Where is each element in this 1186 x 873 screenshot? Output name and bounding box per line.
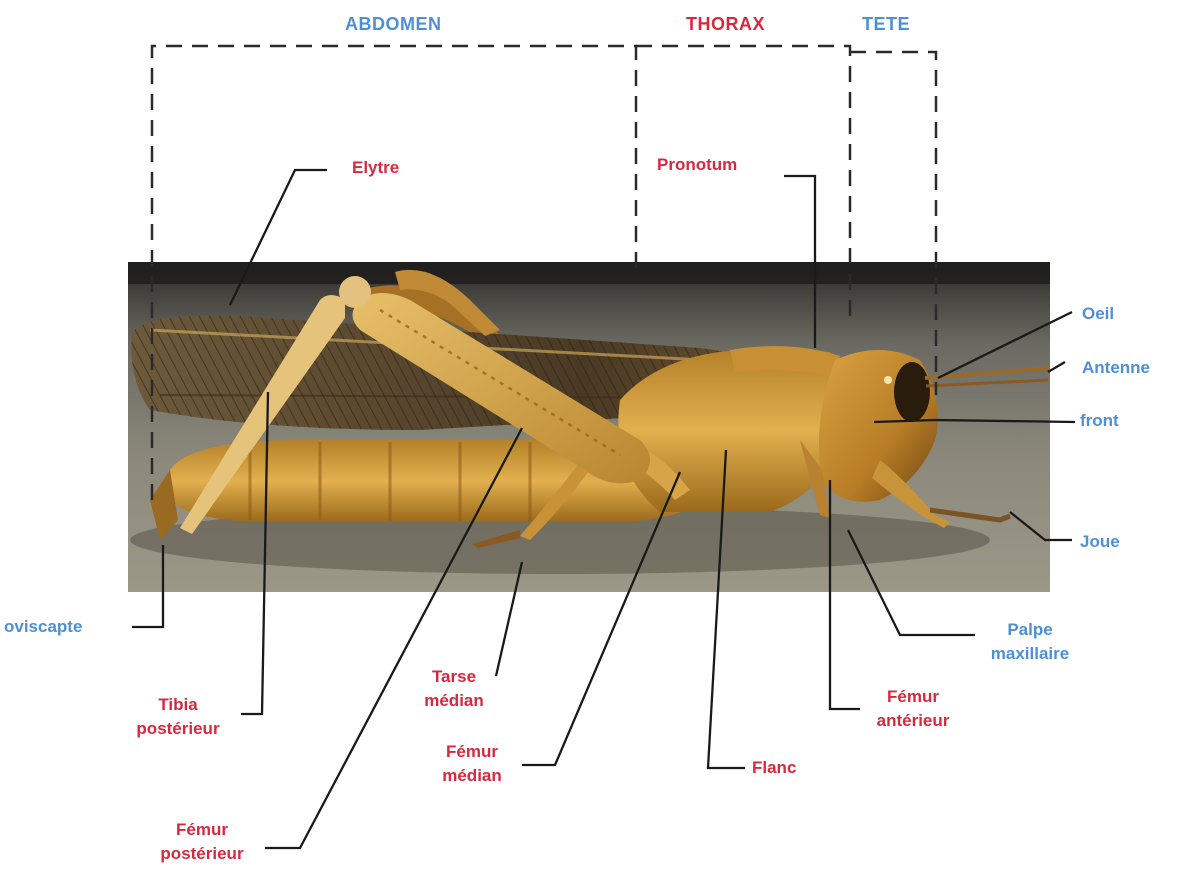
label-joue: Joue [1080, 530, 1120, 554]
label-tarse-line2: médian [424, 689, 484, 713]
label-femur-median: Fémur médian [412, 740, 532, 788]
label-elytre: Elytre [352, 156, 399, 180]
label-palpe-line2: maxillaire [991, 642, 1069, 666]
thorax-shape [618, 350, 843, 512]
label-tibia-line1: Tibia [158, 693, 197, 717]
leader-antenne [1048, 362, 1065, 372]
label-femur-median-line2: médian [442, 764, 502, 788]
label-femur-posterieur-line2: postérieur [160, 842, 243, 866]
compound-eye [894, 362, 930, 422]
label-femur-anterieur-line2: antérieur [877, 709, 950, 733]
label-tarse-median: Tarse médian [394, 665, 514, 713]
region-head-label: TETE [862, 12, 910, 36]
label-oeil: Oeil [1082, 302, 1114, 326]
label-tibia-line2: postérieur [136, 717, 219, 741]
ocellus [884, 376, 892, 384]
label-femur-median-line1: Fémur [446, 740, 498, 764]
knee-joint [339, 276, 371, 308]
label-pronotum: Pronotum [657, 153, 737, 177]
label-femur-posterieur: Fémur postérieur [142, 818, 262, 866]
label-tibia-posterieur: Tibia postérieur [118, 693, 238, 741]
label-femur-posterieur-line1: Fémur [176, 818, 228, 842]
label-front: front [1080, 409, 1119, 433]
label-femur-anterieur-line1: Fémur [887, 685, 939, 709]
label-flanc: Flanc [752, 756, 796, 780]
label-femur-anterieur: Fémur antérieur [848, 685, 978, 733]
label-tarse-line1: Tarse [432, 665, 476, 689]
region-abdomen-label: ABDOMEN [345, 12, 442, 36]
label-palpe-maxillaire: Palpe maxillaire [965, 618, 1095, 666]
label-antenne: Antenne [1082, 356, 1150, 380]
label-oviscapte: oviscapte [4, 615, 82, 639]
region-thorax-label: THORAX [686, 12, 765, 36]
photo-shadow-band [128, 262, 1050, 284]
label-palpe-line1: Palpe [1007, 618, 1052, 642]
